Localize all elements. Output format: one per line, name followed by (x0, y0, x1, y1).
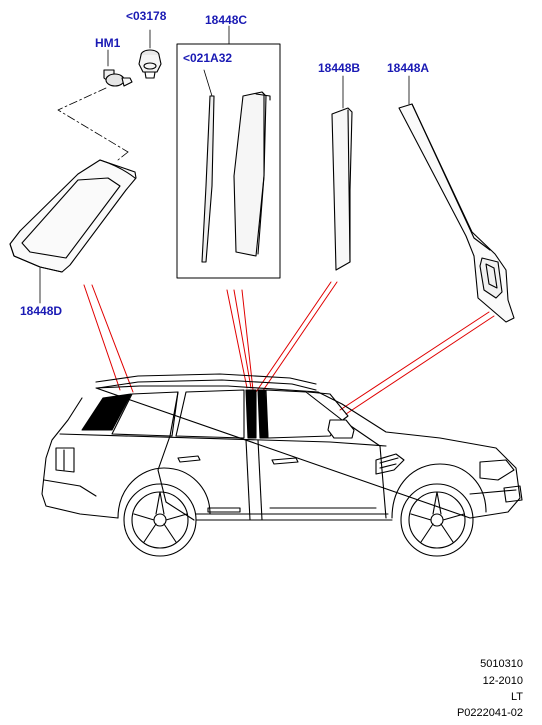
leader-lines (83, 281, 495, 415)
clip-part (138, 29, 162, 79)
callout-fastener: HM1 (95, 36, 121, 50)
rear-quarter-trim-part (9, 159, 137, 304)
footer-code: 5010310 (480, 658, 523, 670)
vehicle-outline (41, 373, 523, 557)
fastener-part (103, 49, 133, 87)
callout-rear-quarter: 18448D (20, 304, 62, 318)
pillar-kit-box (176, 25, 281, 279)
callout-kit-part: <021A32 (183, 51, 232, 65)
callout-a-pillar: 18448A (387, 61, 429, 75)
callout-kit: 18448C (205, 13, 247, 27)
a-pillar-trim-part (398, 75, 515, 323)
footer-ref: P0222041-02 (456, 707, 523, 719)
callout-b-pillar: 18448B (318, 61, 360, 75)
footer-model: LT (510, 691, 523, 703)
assembly-lines (57, 87, 129, 161)
callout-clip: <03178 (126, 9, 167, 23)
b-pillar-trim-part (331, 75, 353, 271)
callout-labels: <03178 HM1 18448C <021A32 18448B 18448A … (20, 9, 429, 318)
footer-date: 12-2010 (482, 675, 523, 687)
